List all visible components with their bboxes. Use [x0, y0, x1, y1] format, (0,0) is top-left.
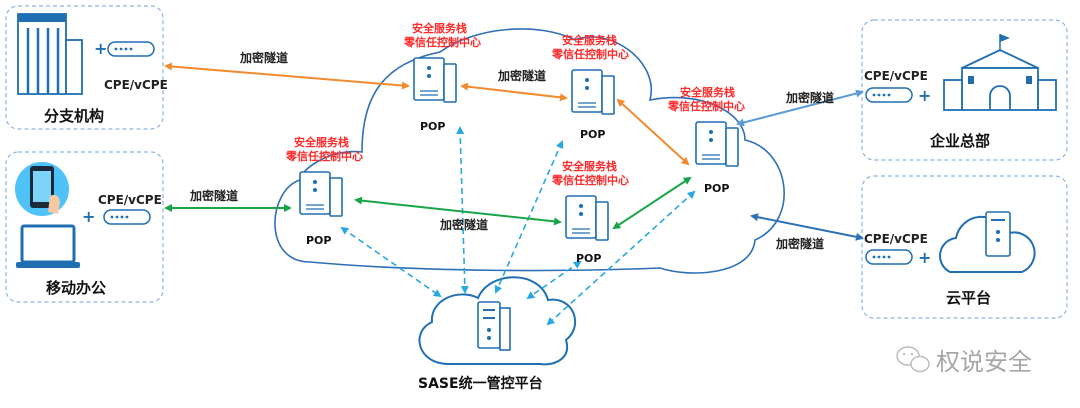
pop4-stack-line1: 安全服务栈 — [562, 159, 617, 173]
pop5-label: POP — [704, 182, 729, 195]
headquarters-building-icon — [943, 34, 1057, 111]
laptop-icon — [16, 224, 80, 268]
tunnel-label-pop2-pop3: 加密隧道 — [497, 68, 546, 83]
watermark-text: 权说安全 — [936, 348, 1032, 376]
pop-node-1: 安全服务栈 零信任控制中心 POP — [285, 135, 363, 247]
pop3-stack-line2: 零信任控制中心 — [551, 47, 629, 61]
pop-node-4: 安全服务栈 零信任控制中心 POP — [551, 159, 629, 265]
pop3-server-icon — [571, 69, 615, 115]
pop5-stack-line1: 安全服务栈 — [680, 85, 735, 99]
tunnel-pop5-hq — [736, 89, 864, 127]
cloud-cpe-device-icon — [865, 249, 913, 265]
pop4-label: POP — [576, 252, 601, 265]
pop2-stack-line1: 安全服务栈 — [412, 21, 467, 35]
cloud-server-icon — [939, 211, 1036, 273]
controller-server-icon — [477, 301, 511, 351]
branch-cpe-label: CPE/vCPE — [104, 78, 168, 92]
pop-node-3: 安全服务栈 零信任控制中心 POP — [551, 33, 629, 141]
cloud-cpe-label: CPE/vCPE — [864, 232, 928, 246]
controller-label: SASE统一管控平台 — [418, 375, 543, 392]
pop3-label: POP — [580, 128, 605, 141]
office-building-icon — [17, 13, 83, 95]
hq-cpe-device-icon — [865, 87, 913, 103]
tunnel-pop2-pop3 — [460, 82, 568, 102]
cloud-site-label: 云平台 — [946, 289, 991, 307]
wechat-icon — [896, 346, 930, 373]
pop5-stack-line2: 零信任控制中心 — [667, 99, 745, 113]
smartphone-icon — [15, 162, 69, 216]
mobile-plus: + — [82, 207, 95, 226]
tunnel-cloud-pop5 — [750, 213, 864, 241]
mobile-site-label: 移动办公 — [46, 279, 106, 297]
tunnel-label-cloud: 加密隧道 — [775, 236, 824, 251]
pop5-server-icon — [695, 121, 739, 167]
pop1-stack-line1: 安全服务栈 — [294, 135, 349, 149]
pop1-stack-line2: 零信任控制中心 — [285, 149, 363, 163]
pop1-label: POP — [306, 234, 331, 247]
branch-cpe-device-icon — [107, 41, 155, 57]
mobile-cpe-device-icon — [103, 209, 151, 225]
pop3-stack-line1: 安全服务栈 — [562, 33, 617, 47]
cloud-plus: + — [918, 248, 931, 267]
pop-node-2: 安全服务栈 零信任控制中心 POP — [403, 21, 481, 133]
tunnel-branch-pop2 — [164, 62, 410, 90]
mobile-cpe-label: CPE/vCPE — [98, 193, 162, 207]
tunnel-pop1-pop4 — [354, 196, 562, 226]
tunnel-label-hq: 加密隧道 — [785, 90, 834, 105]
hq-cpe-label: CPE/vCPE — [864, 69, 928, 83]
pop2-stack-line2: 零信任控制中心 — [403, 35, 481, 49]
control-link-pop4 — [526, 260, 582, 300]
tunnel-label-mobile: 加密隧道 — [189, 188, 238, 203]
tunnel-label-pop1-pop4: 加密隧道 — [439, 217, 488, 232]
tunnel-pop4-pop5 — [612, 176, 692, 230]
tunnel-label-branch: 加密隧道 — [239, 50, 288, 65]
pop2-label: POP — [420, 120, 445, 133]
tunnel-pop3-pop5 — [616, 98, 690, 166]
branch-site-label: 分支机构 — [44, 107, 104, 125]
hq-site-label: 企业总部 — [929, 132, 990, 150]
control-link-pop1 — [340, 226, 442, 298]
pop-node-5: 安全服务栈 零信任控制中心 POP — [667, 85, 745, 195]
control-link-pop2 — [456, 126, 469, 294]
pop4-stack-line2: 零信任控制中心 — [551, 173, 629, 187]
pop2-server-icon — [413, 57, 457, 103]
hq-plus: + — [918, 86, 931, 105]
branch-plus: + — [94, 39, 107, 58]
pop1-server-icon — [299, 171, 343, 217]
pop4-server-icon — [565, 195, 609, 241]
